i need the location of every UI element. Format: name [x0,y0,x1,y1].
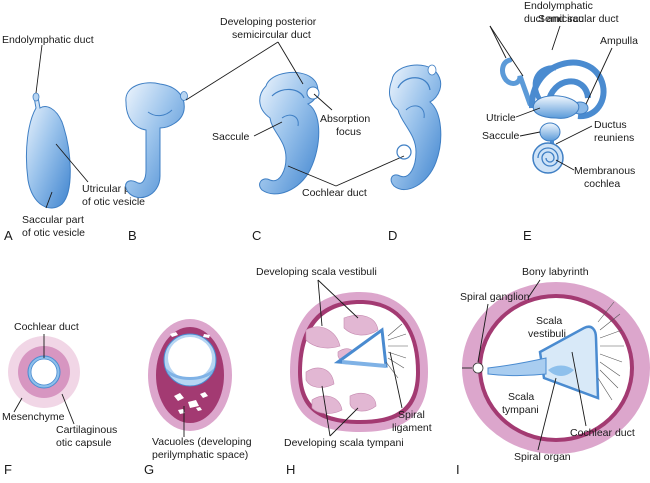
label-dev-scala-tympani: Developing scala tympani [284,437,404,449]
leader-endolymphatic-duct [35,44,43,94]
label-ductus-reuniens: Ductus [594,119,627,131]
label-saccule-e: Saccule [482,130,520,142]
leader-membranous-cochlea [555,159,575,171]
panel-g-cross-section [148,319,232,431]
panel-b-otic-vesicle [125,82,188,198]
leader-cochlear-duct-d [335,155,405,187]
label-spiral-ligament: Spiral [398,409,425,421]
leader-spiral-ligament [389,351,403,409]
leader-endolymphatic-sac-2 [489,25,524,77]
label-cartilaginous-capsule: Cartilaginous [56,424,117,436]
label-saccule-c: Saccule [212,131,250,143]
panel-label-a: A [4,228,13,243]
label-vacuoles: Vacuoles (developing [152,436,252,448]
leader-ductus-reuniens [555,125,593,145]
leader-saccular-part [45,191,53,209]
label-saccular-part-2: of otic vesicle [22,227,85,239]
leader-scala-vestibuli-2 [317,279,359,319]
label-membranous-cochlea-2: cochlea [584,178,620,190]
leader-bony-labyrinth [527,279,541,299]
leader-utricular-part [55,143,89,183]
leader-semicircular-duct [551,25,561,51]
label-vacuoles-2: perilymphatic space) [152,449,248,461]
leader-scala-tympani-1 [321,385,331,437]
leader-absorption-focus [313,93,333,111]
leader-spiral-organ [537,377,557,451]
panel-label-i: I [456,462,460,477]
leader-scala-vestibuli-1 [317,279,323,327]
label-spiral-ligament-2: ligament [392,422,432,434]
label-endolymphatic-duct: Endolymphatic duct [2,34,94,46]
panel-label-c: C [252,228,261,243]
label-membranous-cochlea: Membranous [574,165,635,177]
panel-label-e: E [523,228,532,243]
label-mesenchyme: Mesenchyme [2,411,65,423]
panel-label-d: D [388,228,397,243]
leader-ampulla [585,47,613,105]
label-cochlear-duct-i: Cochlear duct [570,427,635,439]
label-utricular-part-2: of otic vesicle [82,196,145,208]
label-ampulla: Ampulla [600,35,638,47]
leader-endolymphatic-sac-1 [489,25,507,59]
label-endolymphatic-duct-sac: Endolymphatic [524,0,593,12]
label-cartilaginous-capsule-2: otic capsule [56,437,112,449]
label-utricle: Utricle [486,112,516,124]
label-saccular-part: Saccular part [22,214,84,226]
leader-dev-post-sc-b [185,41,279,101]
label-dev-scala-vestibuli: Developing scala vestibuli [256,266,377,278]
leader-dev-post-sc-c [277,41,304,85]
label-spiral-ganglion: Spiral ganglion [460,291,530,303]
leader-saccule-c [253,121,283,137]
label-developing-posterior-semicircular-2: semicircular duct [232,29,311,41]
panel-label-b: B [128,228,137,243]
label-scala-vestibuli: Scala [536,315,562,327]
label-scala-tympani-2: tympani [502,404,539,416]
panel-label-f: F [4,462,12,477]
label-developing-posterior-semicircular: Developing posterior [220,16,317,28]
leader-scala-tympani-2 [329,407,359,437]
label-bony-labyrinth: Bony labyrinth [522,266,589,278]
leader-cochlear-duct-c [287,165,337,187]
label-spiral-organ: Spiral organ [514,451,571,463]
panel-label-h: H [286,462,295,477]
label-ductus-reuniens-2: reuniens [594,132,634,144]
panel-h-cross-section [290,292,428,432]
label-absorption-focus: Absorption [320,113,370,125]
panel-a-otic-vesicle [25,92,71,209]
panel-label-g: G [144,462,154,477]
label-scala-tympani: Scala [508,391,534,403]
leader-spiral-ganglion [477,303,489,363]
label-absorption-focus-2: focus [336,126,361,138]
panel-i-cross-section [462,282,650,454]
leader-cochlear-duct-i [571,351,587,427]
label-cochlear-duct-f: Cochlear duct [14,321,79,333]
panel-e-membranous-labyrinth [500,57,607,174]
label-endolymphatic-duct-sac-2: duct and sac [524,13,584,25]
leader-utricle [515,107,541,118]
leader-mesenchyme [13,397,23,413]
panel-c-otic-vesicle [259,71,320,195]
leader-saccule-e [519,131,541,137]
leader-cartilaginous-capsule [61,393,75,425]
panel-d-otic-vesicle [389,64,442,191]
label-cochlear-duct-cd: Cochlear duct [302,187,367,199]
label-scala-vestibuli-2: vestibuli [528,328,566,340]
label-semicircular-duct: Semicircular duct [538,13,619,25]
